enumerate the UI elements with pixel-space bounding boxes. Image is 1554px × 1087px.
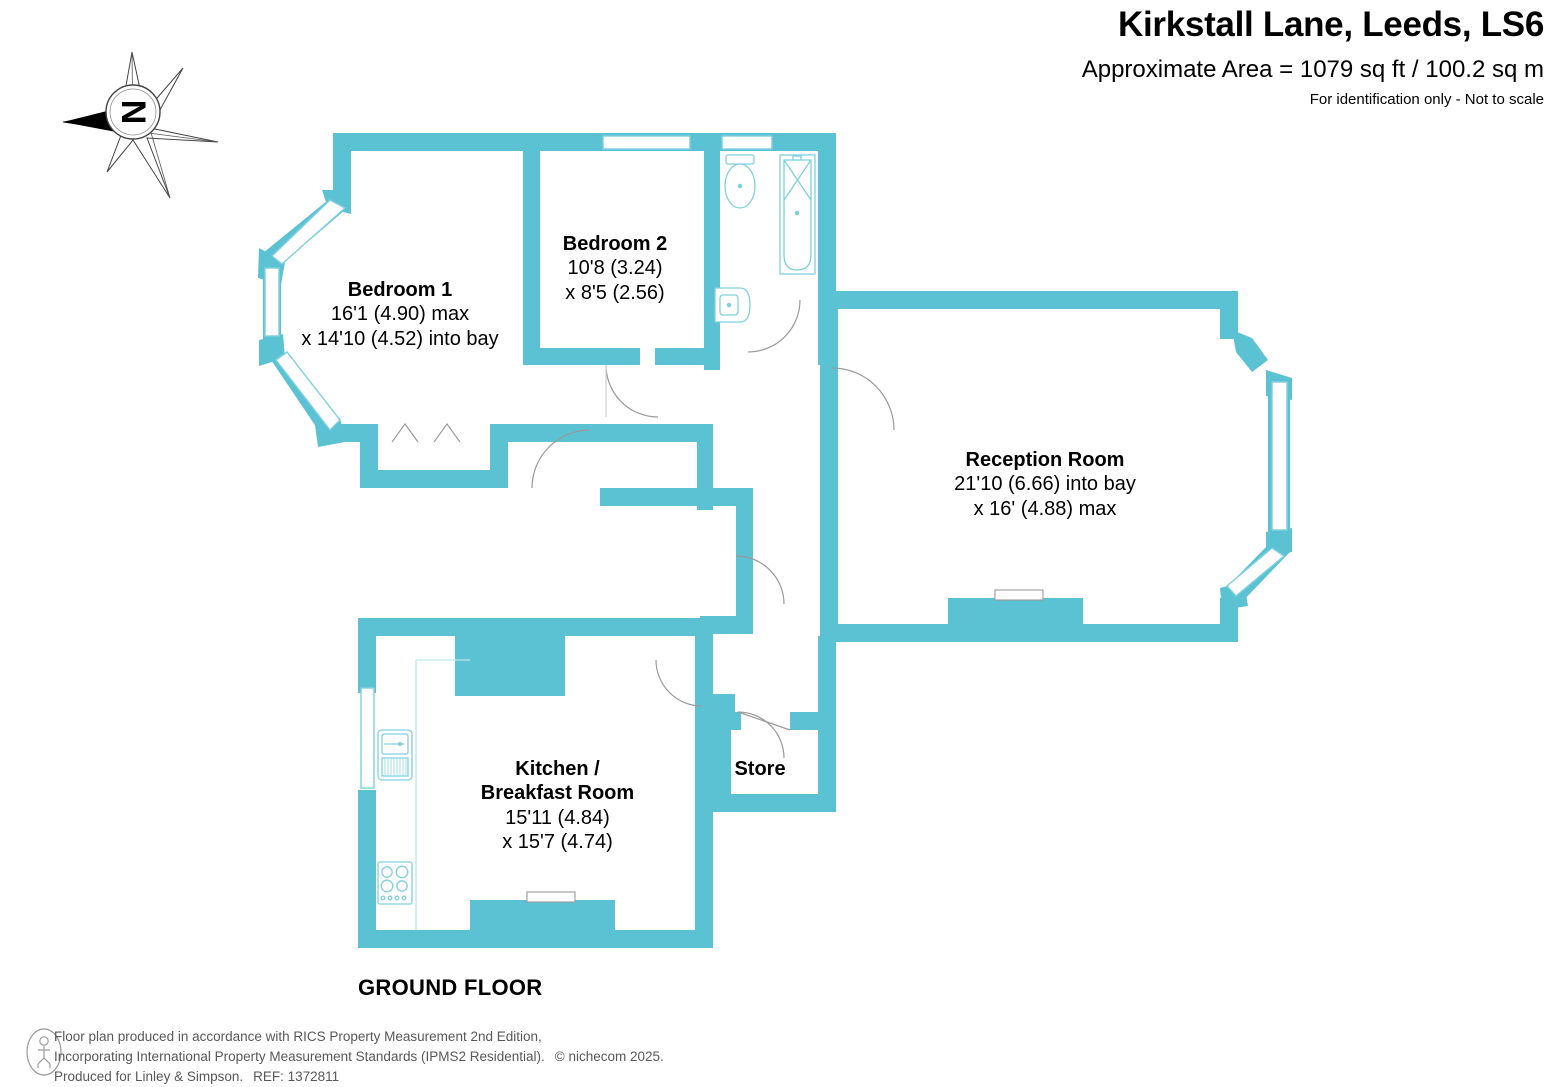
footer-text: Floor plan produced in accordance with R… — [54, 1027, 664, 1087]
windows-group — [264, 135, 1288, 789]
doors-group — [531, 299, 895, 759]
fireplaces-group — [391, 423, 1044, 601]
room-dim1-reception-room: 21'10 (6.66) into bay — [954, 473, 1136, 496]
kitchen-sink-icon — [377, 729, 413, 781]
room-label-bedroom1: Bedroom 1 16'1 (4.90) max x 14'10 (4.52)… — [180, 278, 620, 351]
room-name-store: Store — [734, 758, 786, 780]
room-dim1-bedroom1: 16'1 (4.90) max — [330, 303, 470, 326]
wall-openings — [378, 424, 490, 470]
footer-line-3: Produced for Linley & Simpson. REF: 13728… — [54, 1067, 664, 1087]
room-label-store: Store — [665, 757, 855, 781]
disclaimer-text: For identification only - Not to scale — [1309, 90, 1544, 108]
room-name-reception-room: Reception Room — [965, 449, 1125, 471]
basin-icon — [714, 287, 751, 323]
room-name-kitchen-line2: Breakfast Room — [480, 782, 635, 805]
compass-rose-icon: N — [55, 50, 225, 200]
footer-produced-for: Produced for Linley & Simpson. — [54, 1068, 244, 1084]
person-measurement-icon — [25, 1028, 63, 1076]
walls-group — [258, 133, 1292, 948]
kitchen-fixtures — [377, 659, 470, 930]
footer-line-2: Incorporating International Property Mea… — [54, 1047, 664, 1067]
room-dim1-kitchen: 15'11 (4.84) — [505, 806, 610, 829]
room-name-bedroom1: Bedroom 1 — [347, 279, 453, 301]
compass-north-label: N — [114, 100, 152, 125]
fireplace-bedroom1-icon — [391, 423, 461, 443]
room-label-kitchen-breakfast-room: Kitchen / Breakfast Room 15'11 (4.84) x … — [390, 757, 725, 855]
bath-icon — [779, 154, 816, 275]
room-label-reception-room: Reception Room 21'10 (6.66) into bay x 1… — [875, 448, 1215, 521]
page-title: Kirkstall Lane, Leeds, LS6 — [1118, 5, 1544, 44]
footer-line-1: Floor plan produced in accordance with R… — [54, 1029, 542, 1044]
kitchen-unit-detail — [526, 891, 576, 903]
room-dim1-bedroom2: 10'8 (3.24) — [567, 257, 663, 280]
footer-copyright: © nichecom 2025. — [554, 1048, 664, 1064]
footer-line-2a: Incorporating International Property Mea… — [54, 1048, 545, 1064]
room-dim2-kitchen: x 15'7 (4.74) — [502, 831, 613, 854]
room-dim2-reception-room: x 16' (4.88) max — [973, 497, 1117, 520]
floor-caption: GROUND FLOOR — [358, 975, 543, 1000]
plan-footer: Floor plan produced in accordance with R… — [0, 1016, 1554, 1084]
wc-icon — [724, 154, 756, 209]
room-label-bedroom2: Bedroom 2 10'8 (3.24) x 8'5 (2.56) — [455, 232, 775, 305]
room-dim2-bedroom1: x 14'10 (4.52) into bay — [301, 327, 499, 350]
room-dim2-bedroom2: x 8'5 (2.56) — [565, 281, 665, 304]
hob-icon — [377, 861, 413, 905]
room-name-bedroom2: Bedroom 2 — [562, 233, 668, 255]
footer-ref: REF: 1372811 — [253, 1068, 340, 1084]
approximate-area-text: Approximate Area = 1079 sq ft / 100.2 sq… — [1081, 55, 1544, 83]
fireplace-reception-icon — [994, 589, 1044, 601]
bathroom-fixtures — [714, 154, 816, 323]
room-name-kitchen-line1: Kitchen / — [515, 758, 600, 780]
plan-header: Kirkstall Lane, Leeds, LS6 Approximate A… — [644, 0, 1545, 108]
